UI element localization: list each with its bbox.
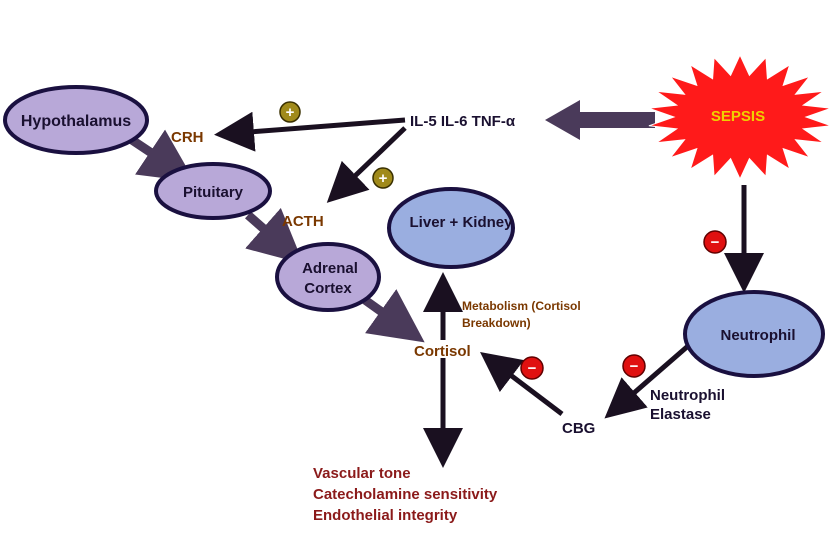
pituitary-label: Pituitary [183,184,244,201]
arrow-cbg-cortisol [480,351,564,416]
metabolism-label-line2: Breakdown) [462,316,531,330]
arrow-hypothalamus-pituitary [129,129,195,182]
hypothalamus-label: Hypothalamus [21,113,131,130]
metabolism-label-line1: Metabolism (Cortisol [462,299,581,313]
arrow-sepsis-cytokines [545,100,655,140]
hypothalamus-node: Hypothalamus [3,85,149,155]
minus-badge-sepsis-neutrophil: − [703,230,727,254]
cbg-label: CBG [562,420,595,437]
signal-arrows [214,111,764,468]
acth-label: ACTH [282,213,324,230]
svg-text:−: − [528,360,537,377]
arrow-neutrophil-cbg [604,344,690,419]
svg-text:+: + [379,170,388,187]
pituitary-node: Pituitary [154,162,272,220]
plus-badge-crh: + [279,101,301,123]
effect-vascular-tone: Vascular tone [313,465,411,482]
neutrophil-label: Neutrophil [721,327,796,344]
crh-label: CRH [171,129,204,146]
elastase-label-line2: Elastase [650,406,711,423]
cortisol-label: Cortisol [414,343,471,360]
arrow-cytokines-crh [214,111,406,152]
sepsis-label: SEPSIS [711,108,765,125]
effect-endothelial-integrity: Endothelial integrity [313,507,458,524]
adrenal-label-line2: Cortex [304,280,352,297]
adrenal-label-line1: Adrenal [302,260,358,277]
cascade-arrows [129,100,655,343]
sepsis-burst: SEPSIS [648,53,832,181]
liver-kidney-node: Liver + Kidney [387,187,515,269]
neutrophil-node: Neutrophil [683,290,825,378]
svg-text:−: − [630,358,639,375]
svg-text:+: + [286,104,295,121]
arrow-cytokines-acth [326,126,407,203]
minus-badge-cbg-cortisol: − [520,356,544,380]
adrenal-cortex-node: Adrenal Cortex [275,242,381,312]
elastase-label-line1: Neutrophil [650,387,725,404]
arrow-pituitary-adrenal [245,207,304,264]
liver-kidney-label: Liver + Kidney [410,214,514,231]
svg-text:−: − [711,234,720,251]
effect-catecholamine-sensitivity: Catecholamine sensitivity [313,486,498,503]
arrow-adrenal-cortisol [362,289,425,343]
effects-list: Vascular tone Catecholamine sensitivity … [313,465,498,524]
plus-badge-acth: + [372,167,394,189]
cytokines-label: IL-5 IL-6 TNF-α [410,113,516,130]
minus-badge-neutrophil-cbg: − [622,354,646,378]
